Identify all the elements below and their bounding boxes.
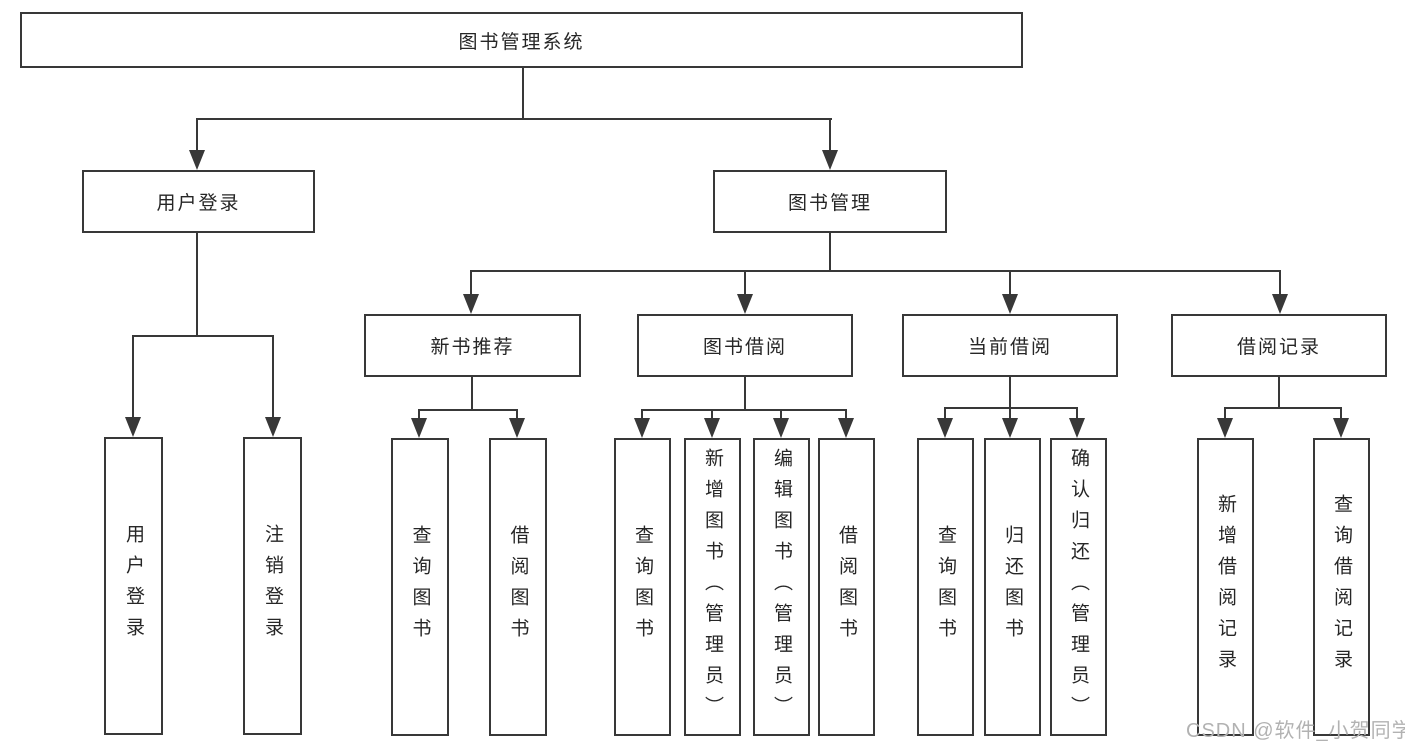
node-current-borrow: 当前借阅: [902, 314, 1118, 377]
arrow-down-icon: [1217, 418, 1233, 438]
connector-line: [1009, 270, 1011, 296]
leaf-borrow-add-admin-label: 新增图书（管理员）: [702, 447, 723, 727]
leaf-records-add: 新增借阅记录: [1197, 438, 1254, 736]
connector-line: [641, 409, 643, 419]
arrow-down-icon: [189, 150, 205, 170]
leaf-logout-label: 注销登录: [262, 524, 283, 648]
arrow-down-icon: [1069, 418, 1085, 438]
node-borrow-records-label: 借阅记录: [1236, 337, 1321, 358]
arrow-down-icon: [737, 294, 753, 314]
connector-line: [132, 335, 274, 337]
arrow-down-icon: [1272, 294, 1288, 314]
node-borrow-records: 借阅记录: [1171, 314, 1387, 377]
node-book-borrow: 图书借阅: [637, 314, 853, 377]
connector-line: [470, 270, 472, 296]
connector-line: [1224, 407, 1341, 409]
leaf-user-login-label: 用户登录: [123, 524, 144, 648]
connector-line: [829, 233, 831, 270]
leaf-current-query-label: 查询图书: [935, 525, 956, 649]
connector-line: [272, 335, 274, 419]
connector-line: [1340, 407, 1342, 419]
node-root-label: 图书管理系统: [458, 31, 585, 53]
leaf-borrow-borrow: 借阅图书: [818, 438, 875, 736]
connector-line: [470, 270, 1281, 272]
connector-line: [196, 118, 832, 120]
node-user-login: 用户登录: [82, 170, 315, 233]
connector-line: [829, 118, 831, 152]
leaf-borrow-edit-admin: 编辑图书（管理员）: [753, 438, 810, 736]
connector-line: [471, 377, 473, 409]
arrow-down-icon: [1002, 294, 1018, 314]
arrow-down-icon: [704, 418, 720, 438]
arrow-down-icon: [265, 417, 281, 437]
connector-line: [1009, 407, 1011, 419]
node-new-book-recommend-label: 新书推荐: [430, 337, 515, 358]
leaf-user-login: 用户登录: [104, 437, 163, 735]
node-user-login-label: 用户登录: [156, 193, 241, 214]
connector-line: [196, 118, 198, 152]
leaf-newbooks-query-label: 查询图书: [409, 525, 431, 649]
leaf-logout: 注销登录: [243, 437, 302, 735]
leaf-borrow-query: 查询图书: [614, 438, 671, 736]
connector-line: [196, 233, 198, 335]
connector-line: [641, 409, 847, 411]
node-current-borrow-label: 当前借阅: [967, 337, 1052, 358]
leaf-newbooks-borrow-label: 借阅图书: [507, 525, 529, 649]
node-book-management-label: 图书管理: [787, 193, 872, 214]
arrow-down-icon: [838, 418, 854, 438]
leaf-newbooks-query: 查询图书: [391, 438, 449, 736]
arrow-down-icon: [822, 150, 838, 170]
watermark: CSDN @软件_小贺同学: [1186, 720, 1405, 742]
leaf-borrow-add-admin: 新增图书（管理员）: [684, 438, 741, 736]
connector-line: [1224, 407, 1226, 419]
leaf-records-add-label: 新增借阅记录: [1215, 494, 1236, 680]
connector-line: [418, 409, 518, 411]
leaf-newbooks-borrow: 借阅图书: [489, 438, 547, 736]
leaf-borrow-edit-admin-label: 编辑图书（管理员）: [771, 447, 792, 727]
connector-line: [744, 377, 746, 409]
connector-line: [516, 409, 518, 419]
connector-line: [744, 270, 746, 296]
connector-line: [711, 409, 713, 419]
connector-line: [845, 409, 847, 419]
leaf-current-confirm-admin: 确认归还（管理员）: [1050, 438, 1107, 736]
node-book-management: 图书管理: [713, 170, 947, 233]
leaf-current-return-label: 归还图书: [1002, 525, 1023, 649]
arrow-down-icon: [463, 294, 479, 314]
leaf-borrow-query-label: 查询图书: [632, 525, 653, 649]
arrow-down-icon: [509, 418, 525, 438]
connector-line: [522, 68, 524, 118]
leaf-current-confirm-admin-label: 确认归还（管理员）: [1068, 447, 1089, 727]
connector-line: [1279, 270, 1281, 296]
leaf-current-return: 归还图书: [984, 438, 1041, 736]
connector-line: [1009, 377, 1011, 407]
node-book-borrow-label: 图书借阅: [702, 337, 787, 358]
arrow-down-icon: [773, 418, 789, 438]
leaf-records-query-label: 查询借阅记录: [1331, 494, 1352, 680]
arrow-down-icon: [937, 418, 953, 438]
arrow-down-icon: [1333, 418, 1349, 438]
leaf-borrow-borrow-label: 借阅图书: [836, 525, 857, 649]
leaf-records-query: 查询借阅记录: [1313, 438, 1370, 736]
connector-line: [418, 409, 420, 419]
leaf-current-query: 查询图书: [917, 438, 974, 736]
node-new-book-recommend: 新书推荐: [364, 314, 581, 377]
arrow-down-icon: [1002, 418, 1018, 438]
connector-line: [944, 407, 1078, 409]
connector-line: [944, 407, 946, 419]
connector-line: [1278, 377, 1280, 407]
arrow-down-icon: [411, 418, 427, 438]
connector-line: [132, 335, 134, 419]
arrow-down-icon: [125, 417, 141, 437]
connector-line: [1076, 407, 1078, 419]
connector-line: [780, 409, 782, 419]
node-root: 图书管理系统: [20, 12, 1023, 68]
arrow-down-icon: [634, 418, 650, 438]
